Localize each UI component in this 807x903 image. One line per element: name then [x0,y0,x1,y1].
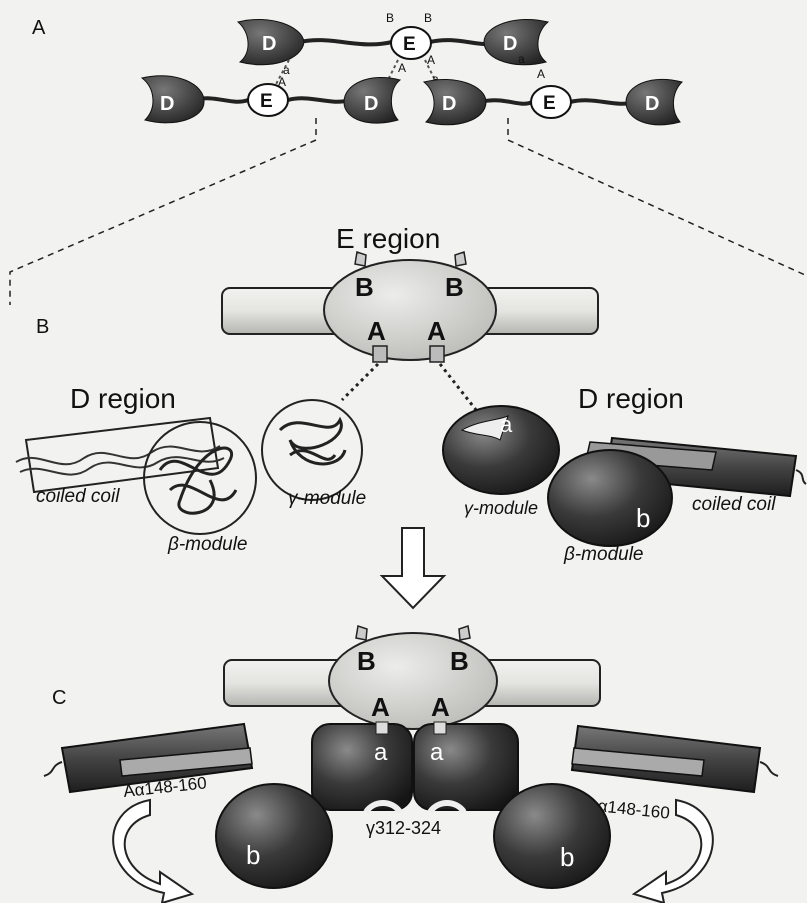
knob-b-letter-c: B [450,646,469,676]
panel-c-label: C [52,687,66,709]
hole-b-letter-c: b [246,840,260,870]
gamma-module-left-c [312,724,412,810]
e-domain-lower-left: E [248,84,288,116]
e-region-title: E region [336,223,440,254]
coiled-coil-tail-left [44,762,62,776]
knob-a-left [373,346,387,362]
d-domain-upper-right: D [484,19,548,64]
gamma-module-label-left: γ-module [288,488,366,509]
e-domain-lower-right: E [531,86,571,118]
knob-b-right-c [459,626,470,640]
knob-b-left [355,252,366,266]
zoom-line-left [10,118,316,305]
beta-module-left-c [216,784,332,888]
svg-text:D: D [262,33,276,55]
knob-a-left-c [376,722,388,734]
hole-a-label: a [518,52,525,66]
svg-text:D: D [364,93,378,115]
d-domain-lower-right-1: D [424,79,486,124]
e-domain-upper: E [391,27,431,59]
knob-a-right [430,346,444,362]
zoom-line-right [508,118,805,275]
hole-b-letter-c: b [560,842,574,872]
beta-module-label-right: β-module [563,544,644,565]
d-domain-upper-left: D [238,19,304,64]
hole-a-letter-c: a [374,739,388,766]
rotation-arrow-left [113,800,192,903]
knob-b-letter-c: B [357,646,376,676]
panel-b: B E region B B A A D region coiled coil … [16,223,806,608]
knob-a-right-c [434,722,446,734]
knob-b-label: B [386,11,394,25]
svg-text:E: E [543,93,556,114]
knob-a-letter: A [427,316,446,346]
knob-a-label: A [398,61,406,75]
d-domain-lower-left-1: D [142,76,204,123]
knob-b-left-c [356,626,367,640]
panel-c: C B B Aα148-160 Aα148-160 A A a a γ312-3… [44,626,778,903]
hole-b-letter: b [636,503,650,533]
knob-hole-link [342,364,378,400]
knob-a-letter: A [367,316,386,346]
svg-text:D: D [442,93,456,115]
svg-text:a: a [500,412,513,437]
knob-b-letter: B [445,272,464,302]
knob-b-right [455,252,466,266]
d-region-left-title: D region [70,383,176,414]
knob-b-letter: B [355,272,374,302]
knob-a-letter-c: A [431,692,450,722]
knob-a-label: A [427,53,435,67]
beta-module-label-left: β-module [167,534,248,555]
panel-a-label: A [32,17,46,39]
gamma-site-label: γ312-324 [366,818,441,838]
e-region-nodule-c [329,633,497,729]
gamma-module-label-right: γ-module [464,498,538,518]
e-region-nodule [324,260,496,360]
svg-text:E: E [260,91,273,112]
coiled-coil-label-left: coiled coil [36,486,120,507]
svg-text:D: D [503,33,517,55]
svg-text:D: D [645,93,659,115]
beta-module-right-c [494,784,610,888]
coiled-coil-tail-right [760,762,778,776]
d-domain-lower-right-2: D [626,79,682,124]
coiled-coil-label-right: coiled coil [692,494,776,515]
panel-b-label: B [36,316,49,338]
knob-b-label: B [424,11,432,25]
knob-hole-link [440,364,480,415]
d-region-left-structure [16,400,362,534]
svg-text:D: D [160,93,174,115]
d-domain-lower-left-2: D [344,77,400,123]
hole-a-letter-c: a [430,739,444,766]
gamma-module-right-c [414,724,518,810]
d-region-right-title: D region [578,383,684,414]
svg-text:E: E [403,34,416,55]
transition-arrow [382,528,444,608]
knob-a-letter-c: A [371,692,390,722]
d-region-right-structure: a [443,406,806,546]
knob-a-label: A [537,67,545,81]
